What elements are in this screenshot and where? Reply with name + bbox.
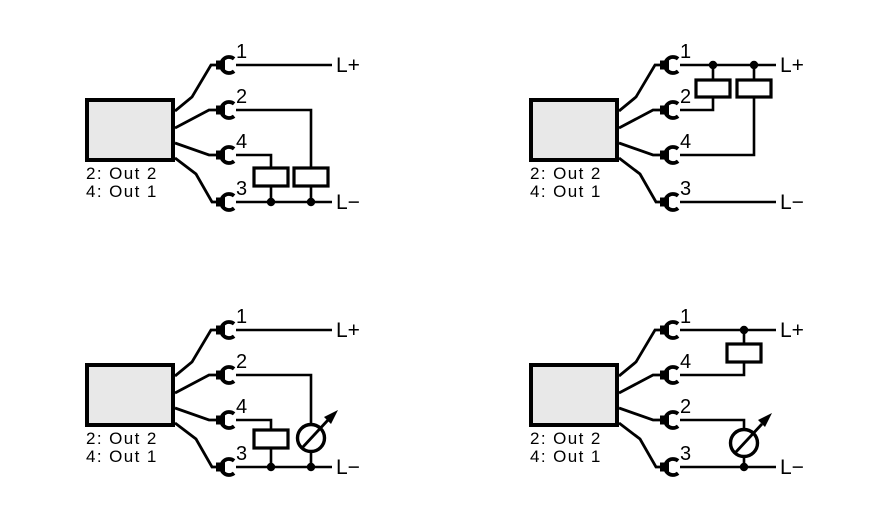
- device-label: 2: Out 2: [530, 164, 602, 183]
- junction-dot: [739, 325, 749, 335]
- meter-pointer-arrowhead: [324, 410, 338, 424]
- load-icon: [292, 166, 330, 188]
- device-label: 4: Out 1: [530, 447, 602, 466]
- socket-connector-icon: [219, 145, 236, 165]
- load-icon: [735, 78, 773, 99]
- pin-number: 4: [680, 131, 691, 153]
- pin-number: 3: [680, 443, 691, 465]
- rail-label-positive: L+: [336, 319, 360, 342]
- pin-number: 2: [236, 351, 247, 373]
- rail-label-negative: L−: [336, 191, 360, 214]
- device-lead-wire: [618, 421, 660, 469]
- device-lead-wire: [174, 406, 216, 422]
- load-icon: [252, 166, 290, 188]
- device-box: [529, 98, 619, 162]
- pin-number: 2: [680, 86, 691, 108]
- socket-connector-icon: [663, 100, 680, 120]
- device-lead-wire: [618, 406, 660, 422]
- device-lead-wire: [174, 156, 216, 204]
- device-lead-wire: [618, 141, 660, 157]
- socket-connector-icon: [219, 457, 236, 477]
- device-lead-wire: [618, 373, 660, 395]
- socket-connector-icon: [219, 192, 236, 212]
- pin-number: 3: [236, 178, 247, 200]
- device-label: 2: Out 2: [86, 429, 158, 448]
- junction-dot: [306, 462, 316, 472]
- socket-connector-icon: [663, 145, 680, 165]
- socket-connector-icon: [219, 320, 236, 340]
- load-icon: [252, 428, 290, 450]
- load-icon: [725, 342, 763, 364]
- rail-label-positive: L+: [336, 54, 360, 77]
- junction-dot: [739, 462, 749, 472]
- diagram-top-right: 2: Out 2 4: Out 1 1 2 4 3 L+ L−: [529, 41, 804, 214]
- pin-number: 3: [236, 443, 247, 465]
- analog-meter-icon: [295, 410, 338, 454]
- rail-label-negative: L−: [336, 456, 360, 479]
- pin-number: 2: [236, 86, 247, 108]
- socket-connector-icon: [663, 55, 680, 75]
- pin-number: 4: [236, 396, 247, 418]
- analog-meter-icon: [728, 413, 772, 459]
- pin-number: 1: [680, 41, 691, 63]
- device-label: 2: Out 2: [530, 429, 602, 448]
- device-lead-wire: [174, 108, 216, 130]
- socket-connector-icon: [219, 410, 236, 430]
- device-lead-wire: [174, 328, 216, 378]
- diagram-bottom-left: 2: Out 2 4: Out 1 1 2 4 3 L+ L−: [85, 306, 360, 479]
- device-label: 4: Out 1: [86, 182, 158, 201]
- junction-dot: [306, 197, 316, 207]
- socket-connector-icon: [663, 320, 680, 340]
- socket-connector-icon: [219, 100, 236, 120]
- diagram-top-left: 2: Out 2 4: Out 1 1 2 4 3 L+ L−: [85, 41, 360, 214]
- rail-label-negative: L−: [780, 191, 804, 214]
- pin-number: 4: [236, 131, 247, 153]
- device-label: 2: Out 2: [86, 164, 158, 183]
- diagram-bottom-right: 2: Out 2 4: Out 1 1 4 2 3 L+ L−: [529, 306, 804, 479]
- meter-pointer-arrowhead: [758, 413, 772, 427]
- device-lead-wire: [618, 108, 660, 130]
- junction-dot: [266, 197, 276, 207]
- meter-pointer: [733, 423, 764, 454]
- pin-number: 4: [680, 351, 691, 373]
- device-lead-wire: [618, 63, 660, 113]
- device-lead-wire: [618, 156, 660, 204]
- socket-connector-icon: [663, 192, 680, 212]
- pin-number: 1: [236, 41, 247, 63]
- device-lead-wire: [618, 328, 660, 378]
- meter-pointer: [300, 419, 330, 449]
- pin-number: 3: [680, 178, 691, 200]
- device-box: [529, 363, 619, 427]
- rail-label-positive: L+: [780, 54, 804, 77]
- device-box: [85, 98, 175, 162]
- pin-number: 1: [236, 306, 247, 328]
- socket-connector-icon: [663, 365, 680, 385]
- pin-number: 1: [680, 306, 691, 328]
- device-lead-wire: [174, 141, 216, 157]
- rail-label-negative: L−: [780, 456, 804, 479]
- load-icon: [694, 78, 732, 99]
- junction-dot: [708, 60, 718, 70]
- device-label: 4: Out 1: [86, 447, 158, 466]
- device-label: 4: Out 1: [530, 182, 602, 201]
- socket-connector-icon: [663, 410, 680, 430]
- device-lead-wire: [174, 63, 216, 113]
- junction-dot: [266, 462, 276, 472]
- device-lead-wire: [174, 373, 216, 395]
- device-box: [85, 363, 175, 427]
- device-lead-wire: [174, 421, 216, 469]
- junction-dot: [749, 60, 759, 70]
- socket-connector-icon: [219, 365, 236, 385]
- pin-number: 2: [680, 396, 691, 418]
- rail-label-positive: L+: [780, 319, 804, 342]
- socket-connector-icon: [663, 457, 680, 477]
- socket-connector-icon: [219, 55, 236, 75]
